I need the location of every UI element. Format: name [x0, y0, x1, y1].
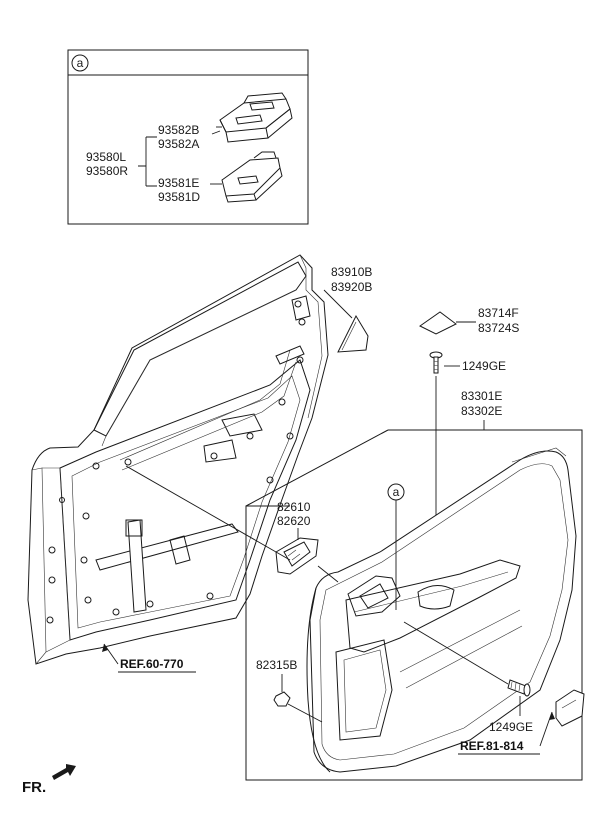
- trim-panel-label-e2: 83302E: [461, 404, 502, 418]
- quarter-trim-label-b2: 83920B: [331, 280, 372, 294]
- handle-to-panel-leader: [317, 565, 339, 583]
- front-direction-label: FR.: [22, 779, 46, 796]
- screw-bottom-leader: [403, 621, 509, 685]
- handle-label-20: 82620: [277, 514, 311, 528]
- handle-to-door-leader: [125, 465, 291, 561]
- pad-label-f: 83714F: [478, 306, 519, 320]
- lower-switch-label-e: 93581E: [158, 176, 199, 190]
- switch-label-right: 93580R: [86, 164, 128, 178]
- upper-power-window-switch: [211, 92, 293, 143]
- door-holes: [46, 300, 306, 624]
- trim-clip: [273, 691, 291, 707]
- pad-trim: [419, 311, 457, 335]
- door-ref-leader: [103, 643, 119, 665]
- inset-callout-circle: [71, 54, 89, 72]
- window-regulator: [95, 295, 311, 613]
- switch-label-left: 93580L: [86, 150, 126, 164]
- lower-power-window-switch: [210, 151, 283, 203]
- door-trim-panel: [306, 447, 577, 773]
- upper-switch-label-a: 93582A: [158, 137, 199, 151]
- door-ref-label: REF.60-770: [120, 657, 184, 671]
- pad-label-s: 83724S: [478, 321, 519, 335]
- handle-label-10: 82610: [277, 500, 311, 514]
- screw-top-label: 1249GE: [462, 359, 506, 373]
- screw-top: [429, 351, 443, 374]
- trim-panel-frame-diag: [245, 429, 389, 507]
- upper-switch-label-b: 93582B: [158, 123, 199, 137]
- inset-box: a 93580L 93580R 93582B 93582A 93581E 935…: [67, 49, 309, 225]
- inset-callout-letter: a: [77, 56, 84, 70]
- quarter-trim-leader: [323, 289, 353, 319]
- inset-bracket: [138, 136, 157, 187]
- quarter-trim-label-b: 83910B: [331, 265, 372, 279]
- trim-panel-label-e: 83301E: [461, 389, 502, 403]
- quarter-glass-trim: [337, 314, 369, 353]
- door-inner-frame: [27, 254, 329, 665]
- screw-bottom: [507, 679, 531, 697]
- trim-ref-arrowhead: [549, 712, 555, 720]
- clip-to-panel-leader: [287, 703, 323, 723]
- door-ref-arrowhead: [102, 644, 108, 652]
- panel-callout-letter: a: [393, 485, 400, 499]
- front-direction-arrow-icon: [52, 764, 76, 780]
- inside-door-handle: [275, 537, 319, 575]
- inset-frame: [67, 49, 309, 225]
- trim-panel-frame-top: [245, 429, 583, 781]
- trim-ref-label: REF.81-814: [460, 739, 524, 753]
- screw-bottom-label: 1249GE: [489, 720, 533, 734]
- trim-ref-part: [555, 689, 585, 727]
- lower-switch-label-d: 93581D: [158, 190, 200, 204]
- clip-label: 82315B: [256, 658, 297, 672]
